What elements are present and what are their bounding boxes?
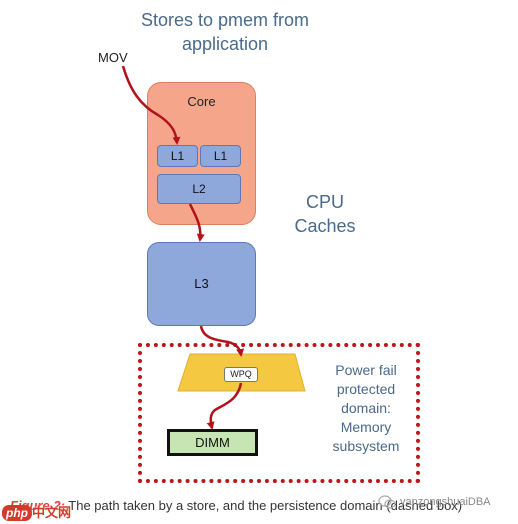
diagram-title: Stores to pmem from application	[140, 10, 310, 54]
arrow-l2-to-l3	[188, 203, 205, 242]
arrow-wpq-to-dimm	[206, 382, 243, 430]
cpu-caches-label: CPU Caches	[294, 192, 356, 236]
persistence-domain-box	[138, 343, 420, 483]
php-watermark-text: 中文网	[32, 505, 72, 520]
arrow-mov-to-l1	[121, 65, 181, 145]
l1-cache-left: L1	[157, 145, 198, 167]
power-fail-label: Power fail protected domain: Memory subs…	[332, 362, 400, 454]
php-badge: php	[2, 505, 32, 521]
author-watermark: yanzongshuaiDBA	[400, 496, 491, 508]
l3-cache: L3	[147, 242, 256, 326]
wpq-label: WPQ	[224, 367, 258, 382]
l1-cache-right: L1	[200, 145, 241, 167]
mov-label: MOV	[98, 50, 128, 65]
core-label: Core	[187, 94, 216, 109]
l2-cache: L2	[157, 174, 241, 204]
caption-text: The path taken by a store, and the persi…	[64, 498, 463, 513]
arrow-l3-to-wpq	[199, 325, 245, 357]
dimm-box: DIMM	[167, 429, 258, 456]
wechat-icon	[378, 495, 396, 509]
